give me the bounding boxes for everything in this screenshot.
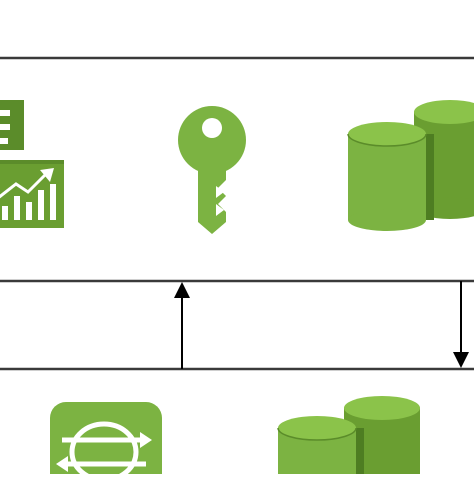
sync-transfer-icon [50, 402, 162, 479]
database-cylinders-icon-bottom [277, 396, 420, 479]
arrow-down-head [453, 352, 469, 368]
key-icon [178, 106, 246, 234]
analytics-dashboard-icon [0, 100, 64, 228]
arrow-up-head [174, 282, 190, 298]
database-cylinders-icon [347, 100, 474, 231]
